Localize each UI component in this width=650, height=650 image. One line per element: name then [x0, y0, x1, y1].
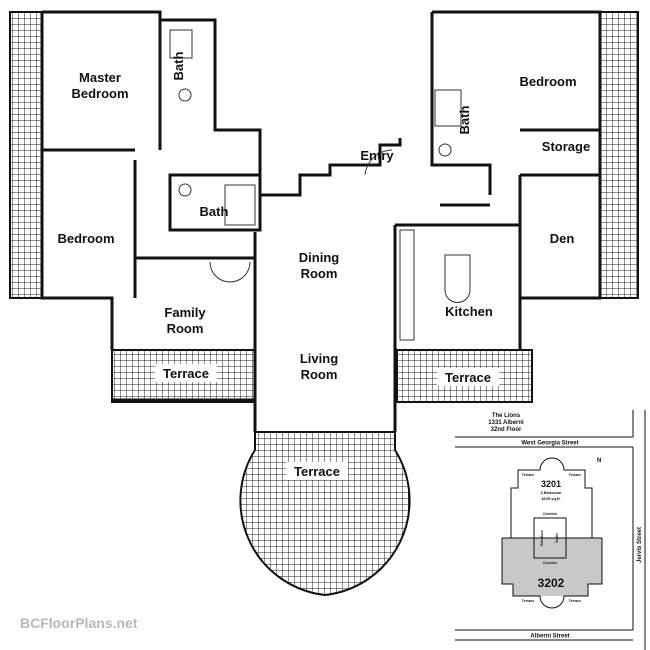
unit-3201-number: 3201: [541, 479, 561, 489]
key-plan: The Lions 1331 Alberni 32nd Floor West G…: [455, 410, 646, 650]
bedroom-left-label: Bedroom: [57, 231, 114, 246]
corridor-top: Corridor: [543, 512, 558, 516]
kitchen-island: [444, 254, 471, 303]
terrace-key-4: Terrace: [569, 599, 581, 603]
den-label: Den: [550, 231, 575, 246]
unit-3201-area: 1625 sq.ft.: [541, 496, 561, 501]
terrace-bottom-area: [239, 431, 411, 597]
watermark-text: BCFloorPlans.net: [20, 615, 138, 631]
watermark: BCFloorPlans.net: [20, 615, 138, 631]
kitchen-label: Kitchen: [445, 304, 493, 319]
terrace-right-label: Terrace: [445, 370, 491, 385]
street-right: Jervis Street: [637, 527, 643, 563]
terrace-key-2: Terrace: [569, 473, 581, 477]
bathtub-center: [224, 184, 256, 226]
balcony-right-strip: [599, 11, 639, 299]
entry-label: Entry: [360, 148, 394, 163]
building-floor: 32nd Floor: [491, 427, 522, 433]
unit-3201-bedrooms: 3 Bedroom: [541, 490, 562, 495]
sink-master: [178, 88, 192, 102]
sink-center: [178, 183, 192, 197]
family-room-doors: [209, 261, 251, 283]
dining-room-label-1: Dining: [299, 250, 339, 265]
north-arrow-icon: N: [597, 458, 601, 464]
bathtub-right: [434, 89, 462, 127]
corridor-bottom: Corridor: [543, 561, 558, 565]
family-room-label-1: Family: [164, 305, 206, 320]
storage-label: Storage: [542, 139, 590, 154]
family-room-label-2: Room: [167, 321, 204, 336]
terrace-bottom-label: Terrace: [294, 464, 340, 479]
living-room-label-1: Living: [300, 351, 338, 366]
unit-3202-highlight: [502, 538, 602, 596]
living-room-label-2: Room: [301, 367, 338, 382]
kitchen-counter: [399, 229, 415, 341]
bathtub-master: [169, 29, 193, 59]
master-bedroom-label-2: Bedroom: [71, 86, 128, 101]
building-address: 1331 Alberni: [488, 420, 524, 426]
street-top: West Georgia Street: [521, 441, 578, 447]
master-bedroom-label-1: Master: [79, 70, 121, 85]
sink-right: [438, 143, 452, 157]
fixtures: [169, 29, 471, 341]
terrace-left-label: Terrace: [163, 366, 209, 381]
bath-right-label: Bath: [457, 105, 472, 134]
terrace-key-3: Terrace: [522, 599, 534, 603]
building-name: The Lions: [492, 413, 521, 419]
entry-door-swing: [364, 149, 393, 176]
street-bottom: Alberni Street: [530, 634, 569, 640]
terrace-key-1: Terrace: [522, 473, 534, 477]
walls: [40, 10, 602, 432]
balcony-left-strip: [9, 11, 43, 299]
bath-center-label: Bath: [200, 204, 229, 219]
bedroom-right-label: Bedroom: [519, 74, 576, 89]
core: [533, 517, 567, 559]
unit-3202-number: 3202: [538, 576, 565, 590]
dining-room-label-2: Room: [301, 266, 338, 281]
room-labels: Master Bedroom Bath Bedroom Bath Entry B…: [57, 51, 590, 480]
building-outline: [501, 457, 603, 609]
stairs-label: Stairs: [555, 533, 559, 543]
elevators-label: Elevators: [540, 530, 544, 546]
bath-master-label: Bath: [171, 51, 186, 80]
